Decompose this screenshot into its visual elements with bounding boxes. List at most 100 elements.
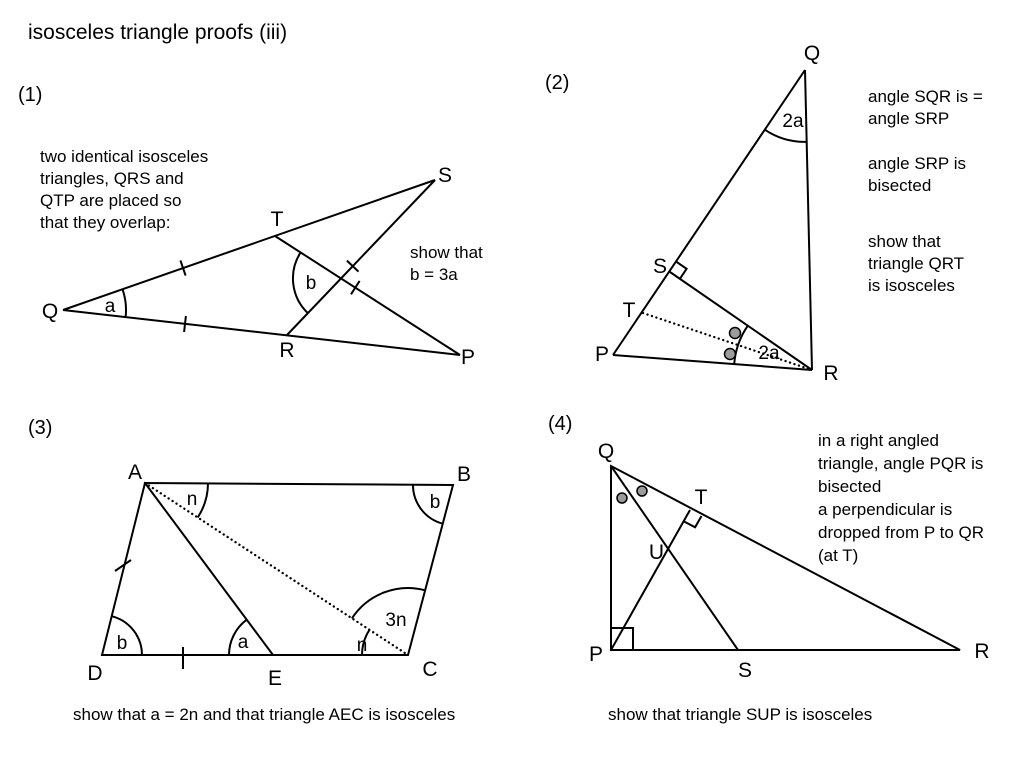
vertex-label-B: B [457,463,471,486]
vertex-label-T: T [623,299,636,322]
line-RS [286,179,436,336]
vertex-label-R: R [823,362,838,385]
angle-arc-a [121,288,127,318]
problem-4-description: in a right angled triangle, angle PQR is… [818,429,984,567]
angle-equal-dot-left [616,492,628,504]
text-line: bisected [818,477,882,496]
text-line: triangle QRT [868,254,965,273]
vertex-label-Q: Q [598,440,614,463]
text-line: triangles, QRS and [40,169,184,188]
angle-label-n-A: n [187,489,198,510]
dotted-line-AC [143,481,410,657]
vertex-label-C: C [422,658,437,681]
diagram-1-overlapping-triangles: Q S P T R a b [42,164,475,369]
angle-arc-b [291,251,309,314]
line-SR [669,271,813,371]
angle-equal-dot-lower [723,347,737,361]
diagram-3-parallelogram: A B C D E n b b a n 3n [87,461,471,690]
angle-equal-dot-upper [728,326,742,340]
triangle-QPR [610,464,961,651]
text-line: angle SQR is = [868,87,983,106]
vertex-label-Q: Q [42,300,58,323]
problem-1-description: two identical isosceles triangles, QRS a… [40,146,208,234]
angle-label-3n-C: 3n [385,610,406,631]
text-line: is isosceles [868,276,955,295]
problem-1-task: show that b = 3a [410,242,483,286]
angle-arc-n-A [196,483,209,519]
line-QS [62,179,436,311]
text-line: two identical isosceles [40,147,209,166]
angle-label-b: b [306,273,317,294]
text-line: QTP are placed so [40,191,182,210]
diagram-2-bisected-triangle: Q P R S T 2a 2a [595,42,839,385]
text-line: show that [868,232,941,251]
vertex-label-P: P [595,343,609,366]
line-PR [612,354,813,371]
vertex-label-T: T [695,486,708,509]
text-line: angle SRP [868,109,950,128]
vertex-label-A: A [128,461,142,484]
vertex-label-T: T [271,208,284,231]
right-angle-mark-P [611,627,634,650]
text-line: bisected [868,176,932,195]
angle-arc-R [733,325,749,365]
vertex-label-P: P [461,346,475,369]
problem-3-task: show that a = 2n and that triangle AEC i… [73,705,456,724]
angle-label-n-C: n [357,635,368,656]
tick-XS [346,259,360,273]
angle-label-2a-R: 2a [758,343,780,364]
vertex-label-P: P [589,643,603,666]
text-line: that they overlap: [40,213,171,232]
line-QP [62,309,461,356]
angle-equal-dot-right [636,485,648,497]
problem-3-number: (3) [28,417,53,439]
vertex-label-R: R [974,640,989,663]
problem-2-number: (2) [545,72,570,94]
angle-arc-b-B [411,484,444,525]
line-QS-bisector [610,465,739,651]
line-QR [804,69,813,371]
problem-2-given-1: angle SQR is = angle SRP [868,86,983,130]
tick-AD [114,559,132,572]
text-line: show that [410,243,483,262]
dotted-line-TR [641,311,814,372]
angle-label-a-E: a [238,632,249,653]
text-line: (at T) [818,546,859,565]
angle-arc-3n-C [351,587,426,619]
problem-4-task: show that triangle SUP is isosceles [608,705,873,724]
line-PT-perpendicular [610,509,691,651]
angle-arc-n-C [360,629,371,656]
angle-label-a: a [105,296,116,317]
text-line: angle SRP is [868,154,966,173]
tick-XP [350,280,361,295]
text-line: a perpendicular is [818,500,953,519]
vertex-label-D: D [87,662,102,685]
diagram-4-right-triangle: Q P R T S U [589,440,990,682]
problem-1-number: (1) [18,84,43,106]
right-angle-mark-S [676,261,688,280]
text-line: dropped from P to QR [818,523,984,542]
tick-QR [183,315,187,333]
right-angle-mark-T [683,515,703,529]
vertex-label-R: R [279,339,294,362]
problem-2-given-2: angle SRP is bisected [868,153,966,197]
problem-2-task: show that triangle QRT is isosceles [868,231,964,297]
angle-arc-b-D [111,615,143,656]
tick-QT [179,260,187,276]
text-line: triangle, angle PQR is [818,454,984,473]
line-AE [144,482,274,656]
text-line: in a right angled [818,431,939,450]
line-TP [274,235,461,356]
vertex-label-U: U [649,541,664,564]
page-title: isosceles triangle proofs (iii) [28,21,288,44]
vertex-label-E: E [268,667,282,690]
text-line: b = 3a [410,265,458,284]
vertex-label-S: S [653,255,667,278]
line-QP [612,69,806,356]
angle-label-b-D: b [117,633,128,654]
vertex-label-S: S [738,659,752,682]
angle-label-b-B: b [430,492,441,513]
vertex-label-S: S [438,164,452,187]
parallelogram-ABCD [100,481,455,656]
